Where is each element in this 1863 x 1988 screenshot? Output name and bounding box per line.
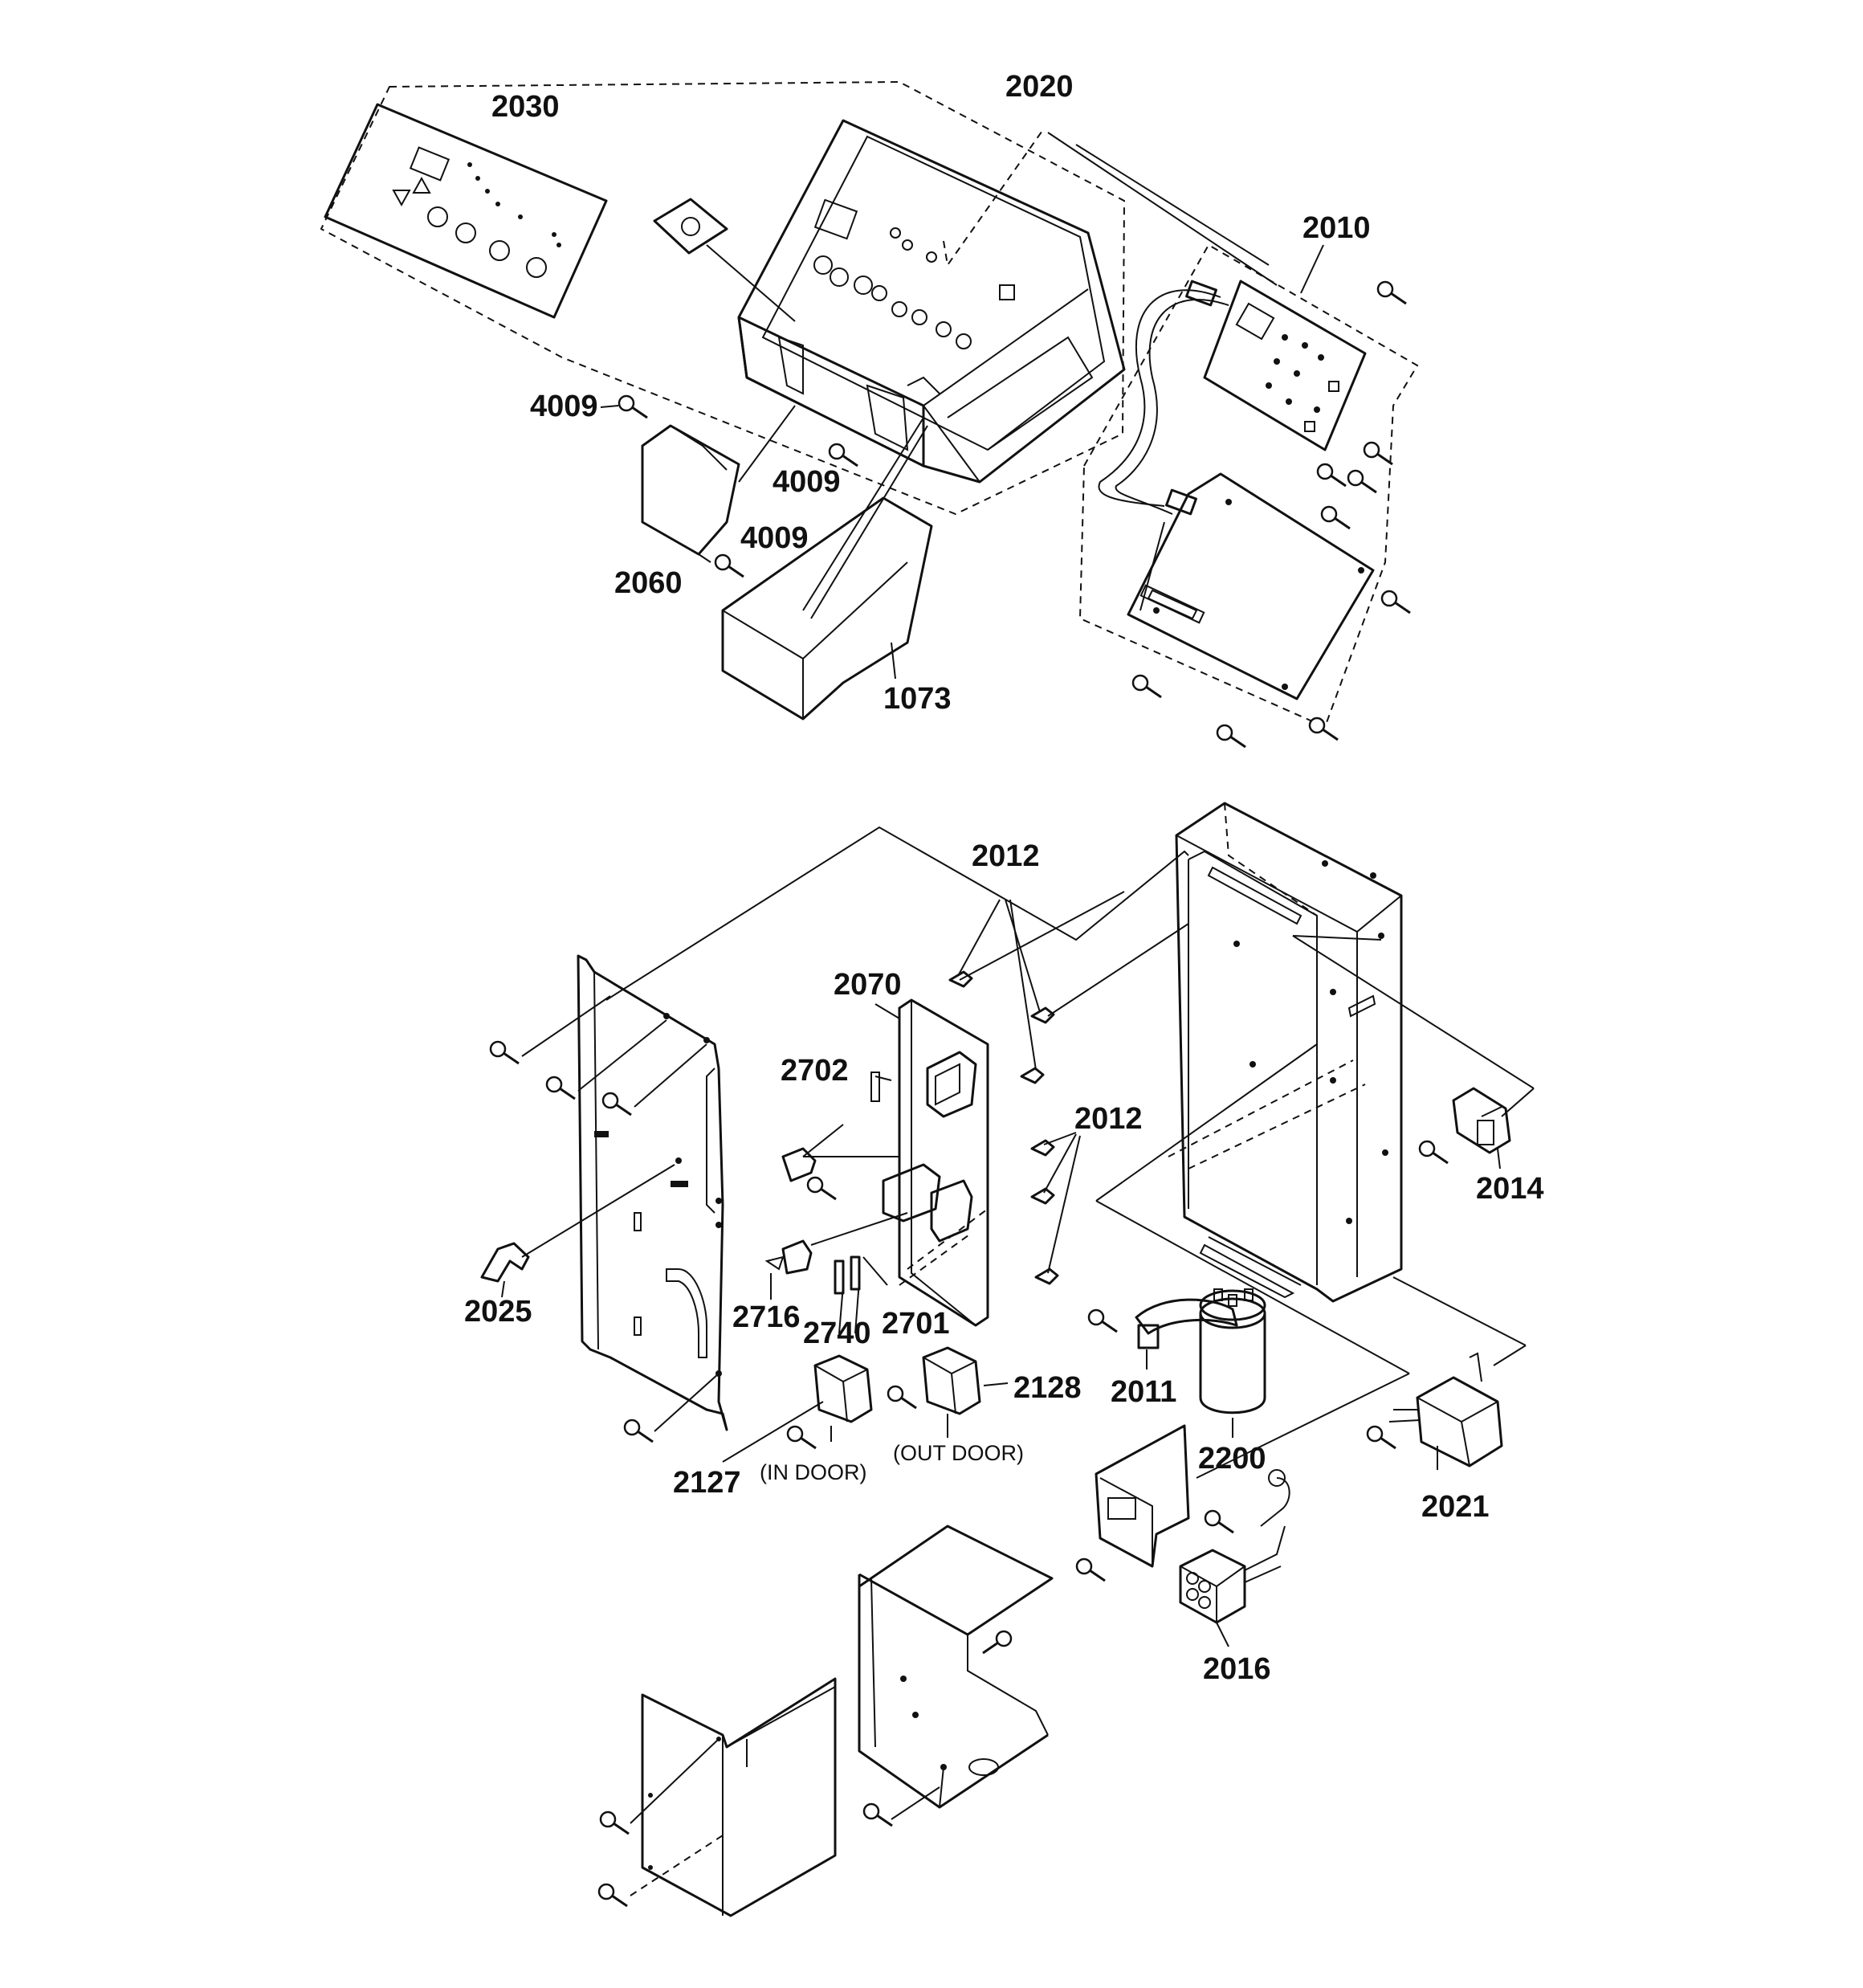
bottom-chassis xyxy=(858,1525,1054,1827)
pcb-screw xyxy=(1376,280,1408,305)
assembly-lines xyxy=(605,826,1189,1001)
clip-2025 xyxy=(480,1164,675,1283)
label-2010: 2010 xyxy=(1302,211,1371,245)
cover-2060 xyxy=(641,405,796,563)
relay-2127 xyxy=(722,1354,873,1463)
label-2128: 2128 xyxy=(1013,1371,1082,1405)
label-2011: 2011 xyxy=(1111,1375,1176,1409)
front-panel-screw xyxy=(599,1810,630,1835)
label-4009-c: 4009 xyxy=(740,521,809,555)
terminal-bracket xyxy=(1075,1424,1290,1582)
capacitor-2200 xyxy=(1087,1288,1266,1438)
connector-2016 xyxy=(1179,1525,1286,1647)
relay-2014-screw xyxy=(1418,1140,1449,1165)
label-2070: 2070 xyxy=(834,968,902,1002)
screw-4009-b xyxy=(828,443,859,467)
relay-2127-screw xyxy=(786,1425,817,1450)
relay-2128-screw xyxy=(887,1385,918,1410)
label-4009-a: 4009 xyxy=(530,390,598,423)
pcb-screw xyxy=(1308,716,1339,741)
label-2025: 2025 xyxy=(464,1295,532,1329)
transformer-2021 xyxy=(1366,1352,1503,1470)
chassis-screw xyxy=(862,1802,894,1827)
label-2012-top: 2012 xyxy=(972,839,1040,873)
pcb-screw xyxy=(1320,505,1351,530)
bottom-front-panel xyxy=(597,1677,837,1917)
pcb-screw xyxy=(1347,469,1378,494)
label-1073: 1073 xyxy=(883,682,952,716)
label-2701: 2701 xyxy=(882,1307,950,1341)
relay-screw xyxy=(806,1176,838,1201)
wire-clips-2012 xyxy=(948,891,1189,1285)
label-2702: 2702 xyxy=(781,1054,849,1088)
label-2716: 2716 xyxy=(732,1300,801,1334)
side-panel-screw xyxy=(601,1092,633,1116)
display-panel-2030 xyxy=(324,103,608,319)
control-group-outline xyxy=(320,80,1126,516)
cover-1073 xyxy=(721,417,933,720)
power-pcb xyxy=(1127,472,1375,700)
note-in-door: (IN DOOR) xyxy=(760,1460,866,1484)
pcb-group-outline xyxy=(1078,243,1419,729)
label-2014: 2014 xyxy=(1476,1172,1544,1206)
pcb-screw xyxy=(1316,463,1347,488)
label-2060: 2060 xyxy=(614,566,683,600)
bracket-screw xyxy=(1087,1308,1119,1333)
screw-4009-a xyxy=(618,394,649,419)
note-out-door: (OUT DOOR) xyxy=(893,1441,1024,1465)
main-pcb-2010 xyxy=(1203,280,1367,451)
label-2127: 2127 xyxy=(673,1466,741,1500)
label-2016: 2016 xyxy=(1203,1652,1271,1686)
label-4009-b: 4009 xyxy=(773,465,841,499)
pcb-screw xyxy=(1363,441,1394,466)
rear-housing-box xyxy=(1175,802,1403,1303)
side-panel-screw xyxy=(489,1040,520,1065)
pcb-screw xyxy=(1380,590,1412,614)
ground-screw xyxy=(1204,1509,1235,1534)
side-panel-screw xyxy=(545,1076,577,1100)
screw-4009-c xyxy=(714,553,745,578)
front-panel-screw xyxy=(597,1883,629,1908)
square-gasket xyxy=(653,198,796,322)
pcb-screw xyxy=(1131,674,1163,699)
relay-2128 xyxy=(887,1346,1009,1438)
label-2021: 2021 xyxy=(1421,1490,1490,1524)
transformer-screw xyxy=(1366,1425,1397,1450)
label-2012-mid: 2012 xyxy=(1074,1102,1143,1136)
label-2200: 2200 xyxy=(1198,1442,1266,1476)
control-box-housing-2020 xyxy=(737,119,1126,484)
label-2020: 2020 xyxy=(1005,70,1074,104)
left-side-panel xyxy=(577,954,728,1431)
label-2030: 2030 xyxy=(491,90,560,124)
pcb-screw xyxy=(1216,724,1247,749)
chassis-screw xyxy=(981,1630,1013,1655)
label-2740: 2740 xyxy=(803,1316,871,1350)
wire-harness xyxy=(1098,280,1229,516)
side-panel-screw xyxy=(623,1419,654,1443)
bracket-screw xyxy=(1075,1557,1107,1582)
relay-2014 xyxy=(1418,1087,1511,1170)
mounting-panel-2070 xyxy=(764,998,989,1334)
